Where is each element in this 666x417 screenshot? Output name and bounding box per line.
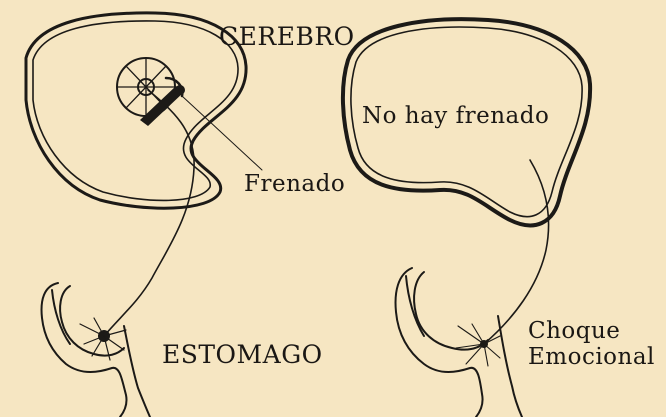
left-nerve (104, 90, 194, 336)
no-brake-label: No hay frenado (362, 103, 549, 129)
right-stomach-nerve-cluster (456, 324, 500, 366)
shock-label-line2: Emocional (528, 344, 655, 370)
shock-label-line1: Choque (528, 318, 620, 344)
brake-label: Frenado (244, 171, 345, 197)
brain-label: CEREBRO (219, 22, 355, 51)
left-stomach-nerve-cluster (80, 318, 126, 360)
right-nerve (484, 160, 549, 344)
right-stomach-outline (396, 268, 522, 417)
stomach-label: ESTOMAGO (162, 340, 323, 369)
left-brain-outline (26, 13, 246, 208)
